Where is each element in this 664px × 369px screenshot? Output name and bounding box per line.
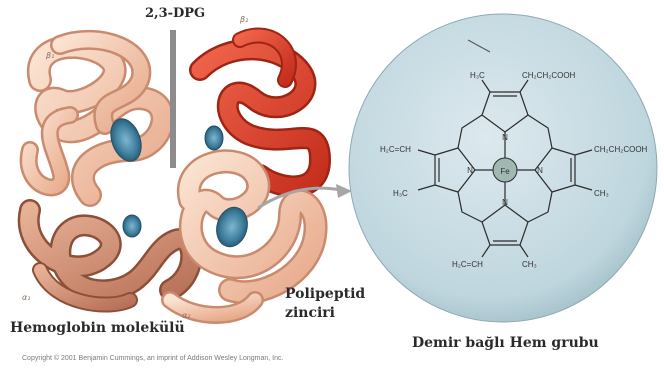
label-beta1: β₁ [45,51,54,60]
group-right-upper: CH₂CH₂COOH [594,145,648,154]
hemoglobin-label: Hemoglobin molekülü [10,320,185,336]
dpg-rod [170,30,176,168]
group-top-right: CH₂CH₂COOH [522,71,576,80]
group-top-left: H₃C [470,71,485,80]
group-left-upper: H₂C=CH [380,145,411,154]
polypeptide-label-line1: Polipeptid [285,286,365,302]
n-top: N [502,133,508,142]
group-bottom-right: CH₃ [522,260,537,269]
fe-label: Fe [500,167,510,176]
heme-disc-alpha1 [123,215,141,237]
label-beta2: β₂ [239,15,249,24]
beta1-subunit [29,40,163,195]
heme-caption: Demir bağlı Hem grubu [412,335,599,351]
label-alpha1: α₁ [22,293,30,302]
n-left: N [467,166,473,175]
group-bottom-left: H₂C=CH [452,260,483,269]
heme-disc-beta2 [205,126,223,150]
label-alpha2: α₂ [182,311,191,320]
dpg-label: 2,3-DPG [145,6,205,21]
n-right: N [537,166,543,175]
group-left-lower: H₃C [393,189,408,198]
polypeptide-label-line2: zinciri [285,305,335,321]
copyright-text: Copyright © 2001 Benjamin Cummings, an i… [22,355,283,362]
group-right-lower: CH₃ [594,189,609,198]
n-bottom: N [502,198,508,207]
alpha1-subunit [29,210,192,305]
